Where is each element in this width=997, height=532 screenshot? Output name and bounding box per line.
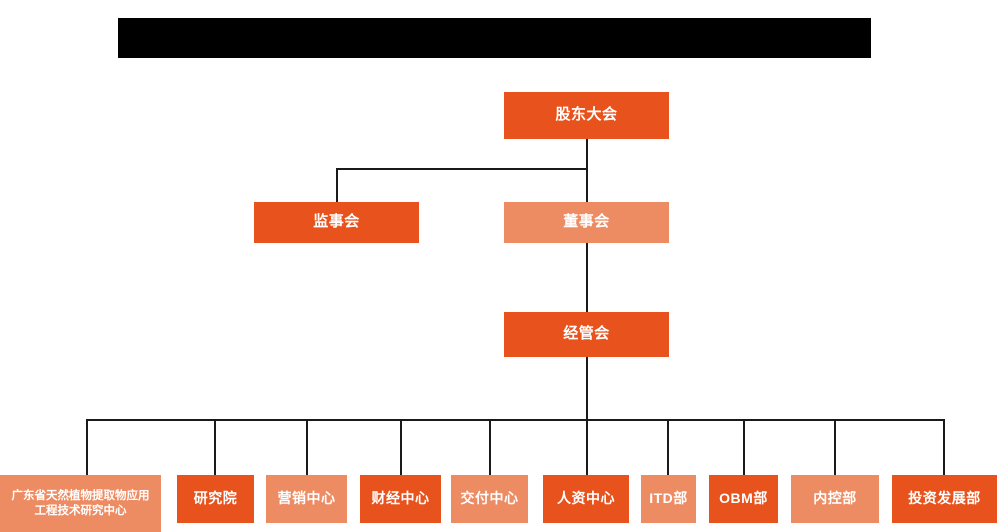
redacted-title-bar: [118, 18, 871, 58]
node-internal-control-department[interactable]: 内控部: [791, 475, 879, 523]
connector-directors-to-management: [586, 242, 588, 312]
connector-drop-investment-development-department: [943, 419, 945, 475]
connector-shareholders-to-directors: [586, 138, 588, 202]
connector-drop-finance-center: [400, 419, 402, 475]
connector-branch-to-supervisors: [336, 168, 588, 170]
connector-department-bus: [86, 419, 945, 421]
connector-drop-obm-department: [743, 419, 745, 475]
node-board-of-supervisors[interactable]: 监事会: [254, 202, 419, 243]
connector-drop-itd-department: [667, 419, 669, 475]
connector-drop-supervisors: [336, 168, 338, 202]
connector-drop-internal-control-department: [834, 419, 836, 475]
node-marketing-center[interactable]: 营销中心: [266, 475, 347, 523]
node-hr-center[interactable]: 人资中心: [543, 475, 629, 523]
node-management-committee[interactable]: 经管会: [504, 312, 669, 357]
node-itd-department[interactable]: ITD部: [641, 475, 696, 523]
connector-management-to-bus: [586, 357, 588, 420]
node-investment-development-department[interactable]: 投资发展部: [892, 475, 997, 523]
connector-drop-guangdong-research-center: [86, 419, 88, 475]
node-finance-center[interactable]: 财经中心: [360, 475, 441, 523]
connector-drop-delivery-center: [489, 419, 491, 475]
node-board-of-directors[interactable]: 董事会: [504, 202, 669, 243]
node-research-institute[interactable]: 研究院: [177, 475, 254, 523]
connector-drop-marketing-center: [306, 419, 308, 475]
node-guangdong-research-center[interactable]: 广东省天然植物提取物应用工程技术研究中心: [0, 475, 161, 532]
connector-drop-hr-center: [586, 419, 588, 475]
node-shareholders-meeting[interactable]: 股东大会: [504, 92, 669, 139]
node-obm-department[interactable]: OBM部: [709, 475, 778, 523]
connector-drop-research-institute: [214, 419, 216, 475]
node-delivery-center[interactable]: 交付中心: [451, 475, 528, 523]
